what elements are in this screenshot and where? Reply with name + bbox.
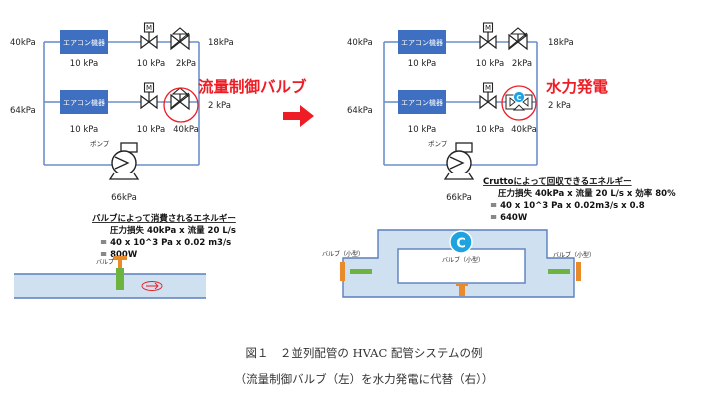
arrow-right-icon — [283, 105, 314, 127]
pipe-body — [14, 274, 206, 298]
row1-pressure-out: 18kPa — [548, 38, 574, 48]
valve-small-right-label: バルブ（小型） — [553, 251, 595, 259]
row2-pressure-in: 64kPa — [10, 106, 36, 116]
ac-unit-1 — [60, 30, 108, 54]
row1-pressure-in: 40kPa — [347, 38, 373, 48]
valve-stem — [116, 268, 124, 290]
pump-label: ポンプ — [428, 140, 448, 148]
row1-ac-drop: 10 kPa — [70, 59, 98, 69]
pipe-inner-gap — [397, 248, 526, 284]
ac-unit-2 — [398, 90, 446, 114]
left-calc-line2: = 40 x 10^3 Pa x 0.02 m3/s — [100, 238, 231, 248]
left-pipe-illustration: バルブ — [14, 256, 206, 299]
pump-pressure: 66kPa — [111, 193, 137, 203]
crutto-turbine-icon — [449, 230, 473, 254]
motor-valve-icon — [140, 82, 158, 109]
left-calc-title: バルブによって消費されるエネルギー — [92, 213, 236, 224]
motor-valve-icon — [479, 22, 497, 49]
right-small-valve — [548, 269, 570, 274]
row2-valve-drop: 10 kPa — [137, 125, 165, 135]
ac-unit-1 — [398, 30, 446, 54]
ac-unit-2 — [60, 90, 108, 114]
highlight-circle — [163, 87, 199, 123]
valve-handle — [113, 256, 127, 260]
row2-control-drop: 40kPa — [511, 125, 537, 135]
row2-ac-drop: 10 kPa — [70, 125, 98, 135]
center-valve-handle — [456, 283, 468, 286]
motor-valve-icon — [140, 22, 158, 49]
right-calc-title: Cruttoによって回収できるエネルギー — [483, 176, 632, 187]
hydro-power-label: 水力発電 — [546, 77, 609, 96]
ac-unit-2-label: エアコン機器 — [401, 98, 443, 107]
right-calc-line2: = 40 x 10^3 Pa x 0.02m3/s x 0.8 — [490, 201, 645, 211]
pump-label: ポンプ — [90, 140, 110, 148]
pump-pressure: 66kPa — [446, 193, 472, 203]
turbine-letter: C — [516, 94, 521, 102]
row2-pressure-in: 64kPa — [347, 106, 373, 116]
control-valve-icon — [508, 27, 528, 50]
figure-caption: 図１ ２並列配管の HVAC 配管システムの例 （流量制御バルブ（左）を水力発電… — [0, 340, 728, 392]
valve-small-left-label: バルブ（小型） — [322, 250, 364, 258]
left-small-valve — [350, 269, 372, 274]
row1-valve-drop: 10 kPa — [137, 59, 165, 69]
left-valve-label: バルブ — [96, 258, 114, 266]
ac-unit-1-label: エアコン機器 — [63, 38, 105, 47]
flow-control-valve-label: 流量制御バルブ — [198, 77, 307, 96]
turbulence-icon — [141, 281, 163, 291]
right-pipe-illustration: C バルブ（小型） バルブ（小型） バルブ（小型） — [322, 229, 595, 298]
right-schematic: エアコン機器 エアコン機器 C 40kPa 64kPa 10 kPa 10 kP… — [347, 22, 609, 203]
center-small-valve — [459, 286, 465, 296]
turbine-assembly: C — [505, 91, 533, 111]
left-calc-line3: = 800W — [100, 250, 138, 260]
turbine-icon — [513, 91, 525, 103]
left-calc-line1: 圧力損失 40kPa x 流量 20 L/s — [110, 225, 236, 236]
row2-pressure-out: 2 kPa — [548, 101, 571, 111]
row1-pressure-out: 18kPa — [208, 38, 234, 48]
ac-unit-1-label: エアコン機器 — [401, 38, 443, 47]
row1-pressure-in: 40kPa — [10, 38, 36, 48]
highlight-circle — [501, 85, 537, 121]
caption-line2: （流量制御バルブ（左）を水力発電に代替（右）） — [234, 372, 494, 386]
row2-valve-drop: 10 kPa — [476, 125, 504, 135]
row1-control-drop: 2kPa — [176, 59, 196, 69]
right-calc-block: Cruttoによって回収できるエネルギー 圧力損失 40kPa x 流量 20 … — [483, 176, 676, 223]
left-schematic: エアコン機器 エアコン機器 40kPa 64kPa 10 kPa 10 kPa … — [10, 22, 307, 203]
row1-valve-drop: 10 kPa — [476, 59, 504, 69]
row2-pressure-out: 2 kPa — [208, 101, 231, 111]
ac-unit-2-label: エアコン機器 — [63, 98, 105, 107]
caption-line1: 図１ ２並列配管の HVAC 配管システムの例 — [245, 346, 483, 360]
control-valve-icon — [170, 87, 190, 110]
right-calc-line1: 圧力損失 40kPa x 流量 20 L/s x 効率 80% — [498, 188, 676, 199]
pump-icon — [444, 142, 474, 180]
turbine-letter: C — [456, 237, 466, 252]
row1-ac-drop: 10 kPa — [408, 59, 436, 69]
left-calc-block: バルブによって消費されるエネルギー 圧力損失 40kPa x 流量 20 L/s… — [92, 213, 236, 260]
valve-small-center-label: バルブ（小型） — [442, 256, 484, 264]
pump-icon — [109, 142, 139, 180]
row2-ac-drop: 10 kPa — [408, 125, 436, 135]
row1-control-drop: 2kPa — [512, 59, 532, 69]
right-calc-line3: = 640W — [490, 213, 528, 223]
control-valve-icon — [170, 27, 190, 50]
row2-control-drop: 40kPa — [173, 125, 199, 135]
motor-valve-icon — [479, 82, 497, 109]
